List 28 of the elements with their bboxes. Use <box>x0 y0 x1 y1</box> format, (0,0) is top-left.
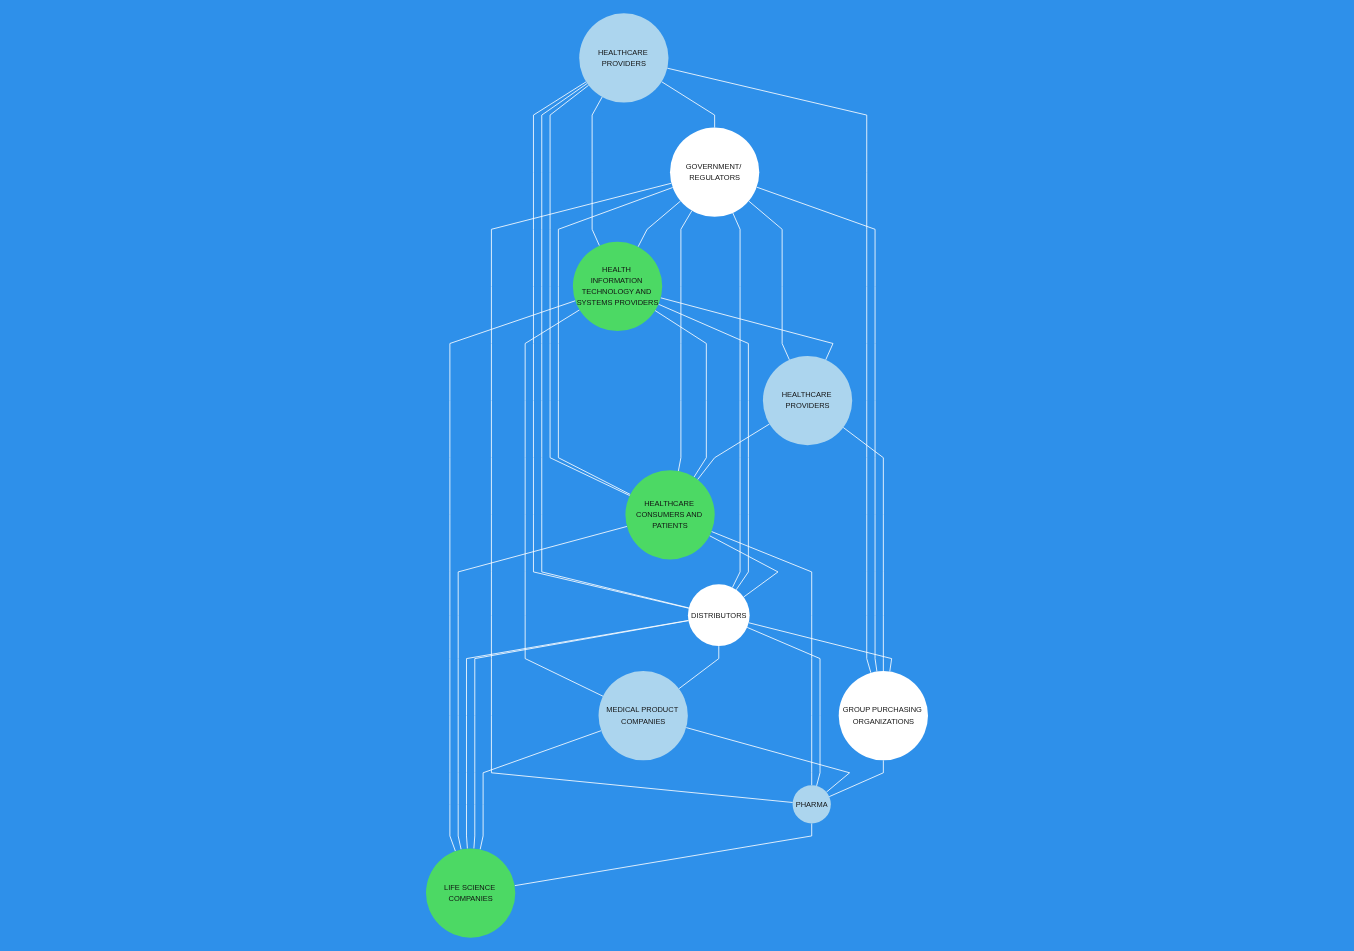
connector <box>748 622 893 672</box>
connector <box>658 303 749 591</box>
connector <box>756 186 878 672</box>
connector <box>549 84 631 497</box>
connector <box>661 81 716 128</box>
connector <box>524 309 604 697</box>
connector <box>732 212 741 588</box>
connector <box>711 531 813 786</box>
connector <box>746 627 821 787</box>
connector <box>828 759 884 798</box>
connector <box>591 96 603 247</box>
connector <box>637 200 681 248</box>
connector <box>697 423 770 481</box>
connector <box>678 645 720 690</box>
connector <box>709 535 779 598</box>
connector <box>457 526 628 850</box>
connector <box>666 67 872 674</box>
connector <box>491 182 794 803</box>
connector <box>748 200 790 361</box>
connector <box>677 210 693 472</box>
connector <box>514 823 813 887</box>
connector <box>654 310 707 478</box>
connector <box>557 187 674 495</box>
connector <box>449 300 576 852</box>
connector <box>842 427 884 672</box>
connector <box>685 727 851 793</box>
connector <box>660 297 834 361</box>
connector <box>479 730 602 850</box>
